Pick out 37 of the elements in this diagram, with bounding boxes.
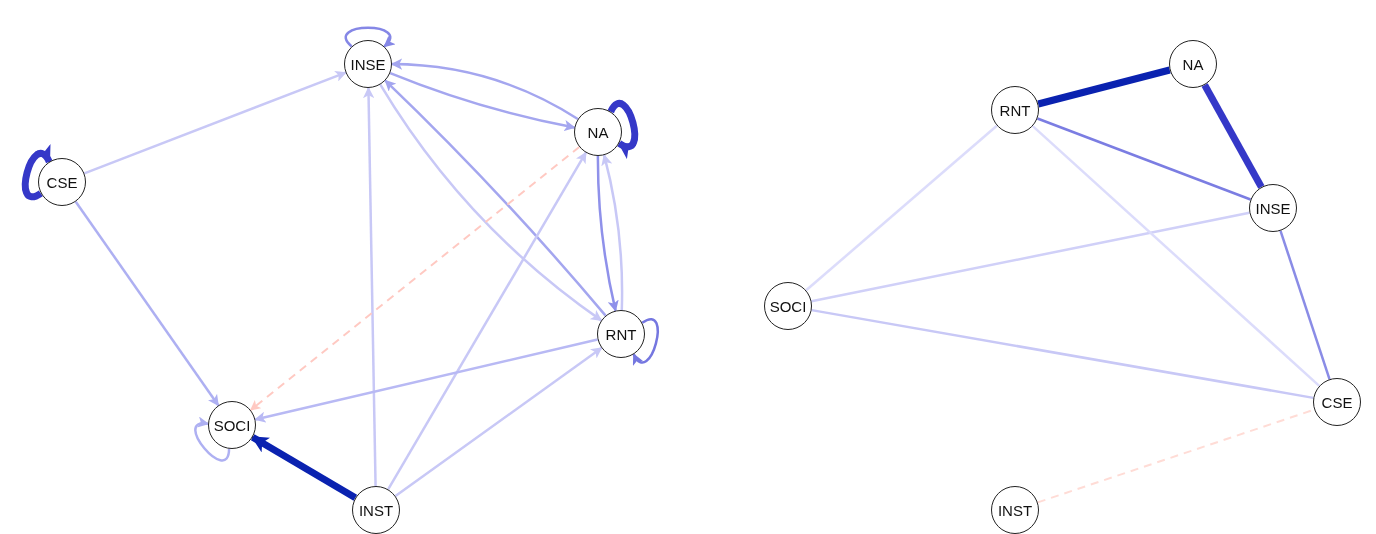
node-circle: NA [574,108,622,156]
connection-line [811,211,1250,303]
node-circle: INST [991,486,1039,534]
self-loop-arrow [632,318,659,366]
self-loop-arrow [21,144,53,200]
node-circle: SOCI [764,282,812,330]
node-circle: SOCI [208,401,256,449]
connection-line [805,124,998,292]
arrow [249,146,581,411]
arrow [254,338,598,423]
node-circle: INST [352,486,400,534]
connection-line [1037,66,1171,108]
arrow [250,434,358,501]
arrow [389,71,576,132]
arrow [387,151,587,490]
node-circle: NA [1169,40,1217,88]
arrow [363,86,377,487]
node-circle: CSE [1313,378,1361,426]
connection-line [1037,117,1251,201]
node-circle: RNT [991,86,1039,134]
connection-line [1279,230,1331,380]
arrow [596,156,619,312]
self-loop-arrow [607,100,639,158]
node-circle: INSE [344,40,392,88]
connection-line [811,308,1314,400]
self-loop-arrow [344,26,396,48]
arrow [390,58,579,121]
self-loop-arrow [194,417,231,462]
node-circle: CSE [38,158,86,206]
arrow [394,347,603,497]
node-circle: RNT [597,310,645,358]
arrow [83,71,347,175]
arrow [601,154,624,311]
connection-line [1031,125,1321,387]
arrow [74,200,220,407]
node-circle: INSE [1249,184,1297,232]
connection-line [1201,83,1265,189]
